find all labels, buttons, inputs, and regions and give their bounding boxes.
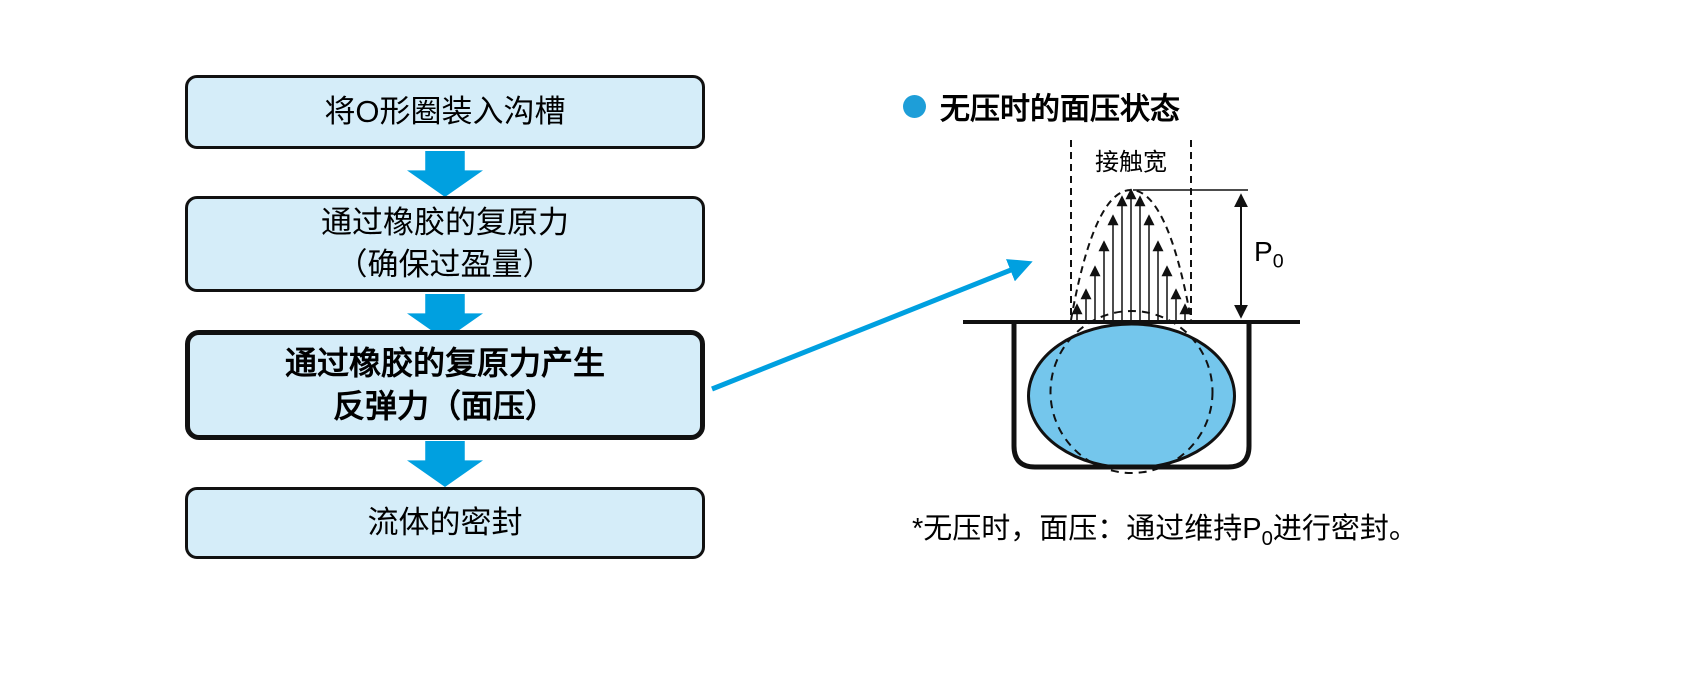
p0-dimension [1133,189,1248,319]
contact-width-label: 接触宽 [1095,149,1167,176]
flow-step-label-line2: 反弹力（面压） [332,388,557,424]
flow-step-rebound-surface-pressure: 通过橡胶的复原力产生 反弹力（面压） [185,330,705,440]
connector-arrow [711,259,1033,392]
pressure-arrows [1071,188,1191,320]
circle-bullet-icon [903,94,926,118]
contact-width-guides [1070,140,1192,320]
diagram-title: 无压时的面压状态 [903,84,1180,128]
flow-step-fluid-sealing: 流体的密封 [185,487,705,559]
groove-outline [1011,324,1252,470]
diagram-title-text: 无压时的面压状态 [940,93,1180,126]
flow-step-rubber-restoring-force: 通过橡胶的复原力 （确保过盈量） [185,196,705,292]
oring [1027,322,1236,470]
flow-step-label-line1: 通过橡胶的复原力 [321,205,569,241]
flow-step-label-line1: 通过橡胶的复原力产生 [284,344,605,381]
flow-step-label: 将O形圈装入沟槽 [324,94,566,130]
oring-original-shape-dashed [1049,310,1214,474]
flow-step-label-line2: （确保过盈量） [336,247,554,282]
p0-label: P0 [1254,236,1284,273]
flow-step-install-oring: 将O形圈装入沟槽 [185,75,705,149]
footnote: *无压时，面压：通过维持P0进行密封。 [912,513,1418,550]
flow-step-label: 流体的密封 [367,505,523,541]
